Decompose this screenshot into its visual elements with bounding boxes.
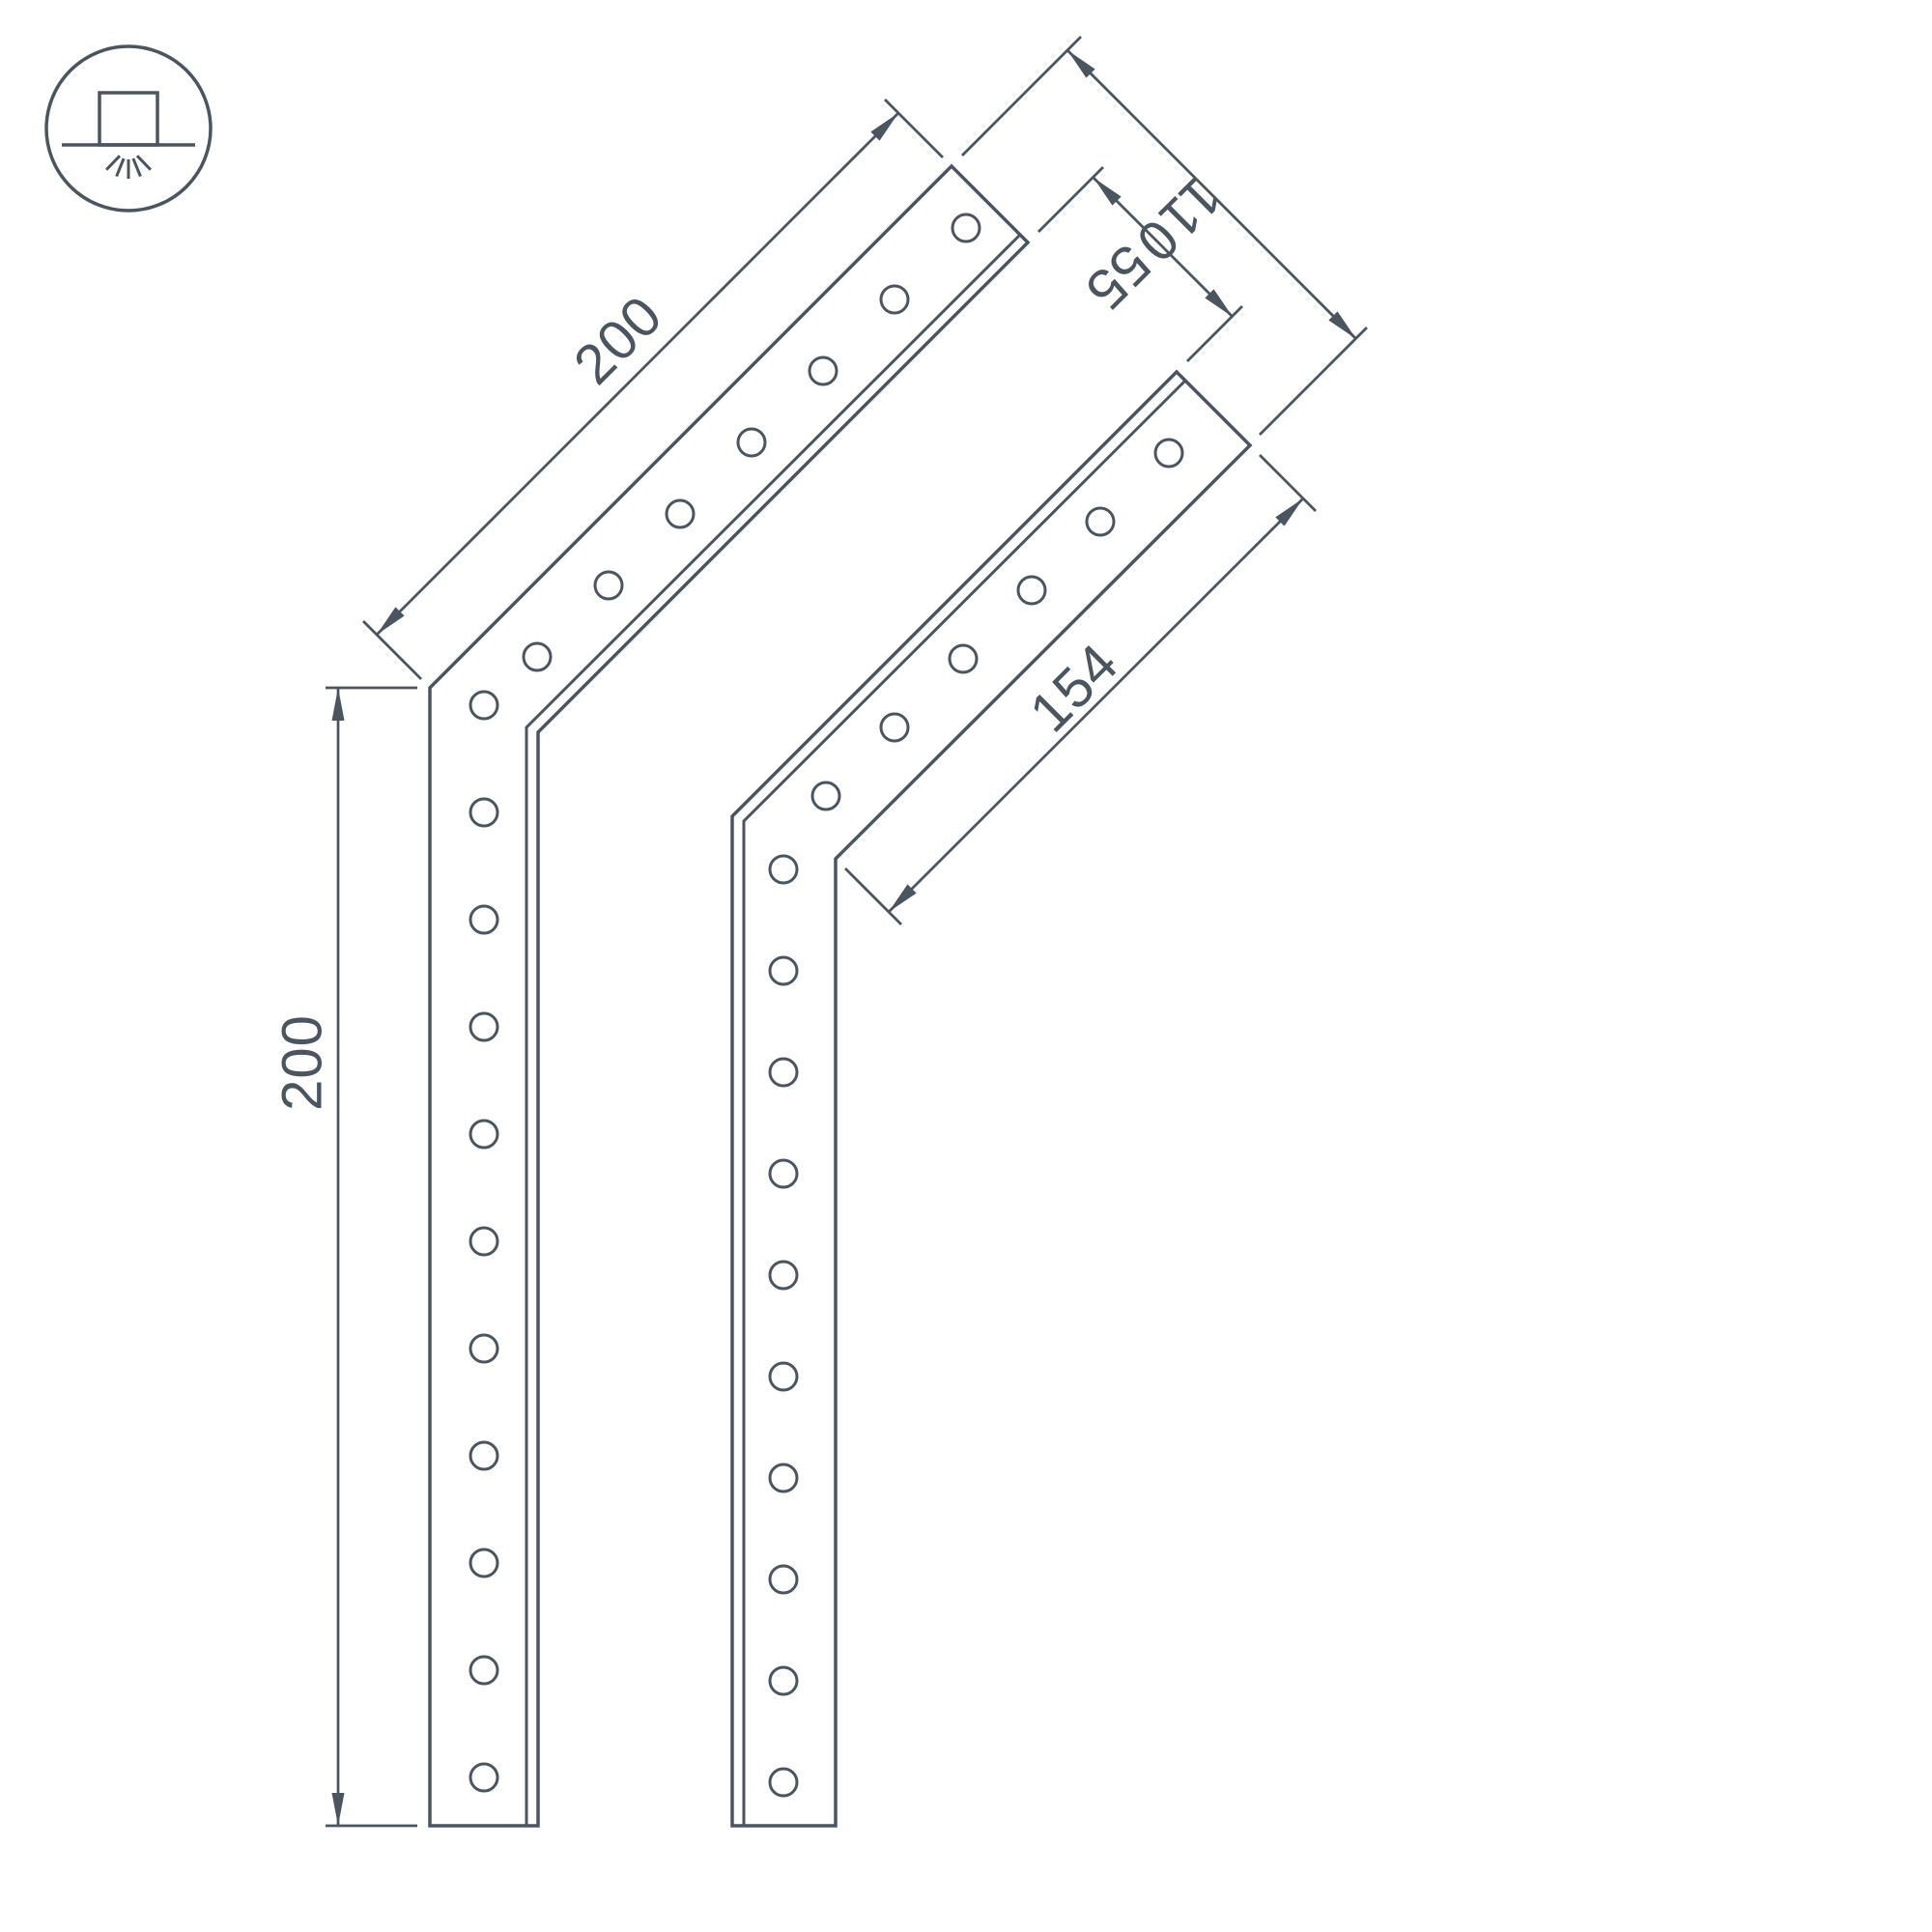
extension-line <box>1186 305 1243 362</box>
extension-line <box>362 620 422 680</box>
led-hole <box>736 427 767 458</box>
led-hole <box>469 797 499 828</box>
arrowhead <box>1328 311 1356 339</box>
led-hole <box>768 854 799 885</box>
extension-line <box>1037 166 1104 233</box>
arrowhead <box>1094 178 1122 206</box>
led-hole <box>1085 506 1116 537</box>
dim-label-diagonal-200: 200 <box>562 284 675 397</box>
led-hole <box>469 1119 499 1150</box>
led-hole <box>768 1564 799 1595</box>
extension-line <box>961 36 1082 156</box>
led-hole <box>522 641 553 672</box>
inner-strip-flange-line <box>742 379 1187 1826</box>
outer-strip-flange-line <box>525 233 1022 1826</box>
dimension-labels: 200 200 110 55 154 <box>271 164 1234 1111</box>
dim-label-vertical-200: 200 <box>271 1014 334 1111</box>
led-hole <box>469 904 499 935</box>
mount-type-icon <box>44 44 213 213</box>
led-hole <box>469 1548 499 1578</box>
led-hole <box>768 955 799 986</box>
led-hole <box>768 1158 799 1189</box>
led-hole <box>768 1463 799 1493</box>
inner-strip-outline <box>730 369 1253 1828</box>
outer-strip-outline <box>428 163 1031 1828</box>
dim-label-154: 154 <box>1018 632 1131 745</box>
arrowhead <box>377 607 405 635</box>
arrowhead <box>889 884 917 912</box>
led-hole <box>469 1762 499 1793</box>
led-hole <box>768 1057 799 1088</box>
led-hole <box>810 781 841 811</box>
arrowhead <box>331 688 345 721</box>
led-hole <box>768 1665 799 1696</box>
arrowhead <box>1067 50 1095 78</box>
icon-light-rays <box>105 155 152 179</box>
outer-strip-holes <box>469 213 981 1793</box>
led-hole <box>768 1767 799 1798</box>
extension-line <box>884 99 944 158</box>
profile-outline <box>428 163 1253 1828</box>
arrowhead <box>870 113 898 141</box>
led-hole <box>469 1226 499 1257</box>
dimension-line <box>1066 49 1357 340</box>
led-hole <box>665 498 696 529</box>
extension-line <box>1259 454 1317 512</box>
led-hole <box>879 712 910 743</box>
led-hole <box>1016 575 1047 606</box>
led-hole <box>951 213 981 243</box>
extension-line <box>1259 327 1368 436</box>
arrowhead <box>1205 289 1233 317</box>
dimension-line <box>888 497 1304 913</box>
led-hole <box>768 1361 799 1392</box>
led-hole <box>469 1333 499 1364</box>
led-hole <box>469 690 499 721</box>
dimension-line <box>376 112 899 636</box>
icon-lamp-body <box>98 91 159 147</box>
led-hole <box>1153 438 1184 469</box>
arrowhead <box>1275 498 1303 526</box>
led-hole <box>469 1011 499 1042</box>
dimension-lines <box>326 36 1368 1828</box>
arrowhead <box>331 1793 345 1826</box>
led-hole <box>879 284 910 315</box>
led-hole <box>808 355 838 386</box>
led-hole <box>948 643 979 674</box>
led-hole <box>593 570 624 601</box>
led-hole <box>768 1260 799 1291</box>
icon-circle <box>44 44 213 213</box>
led-hole <box>469 1655 499 1686</box>
inner-strip-holes <box>768 438 1184 1798</box>
led-hole <box>469 1440 499 1471</box>
extension-line <box>844 867 902 925</box>
